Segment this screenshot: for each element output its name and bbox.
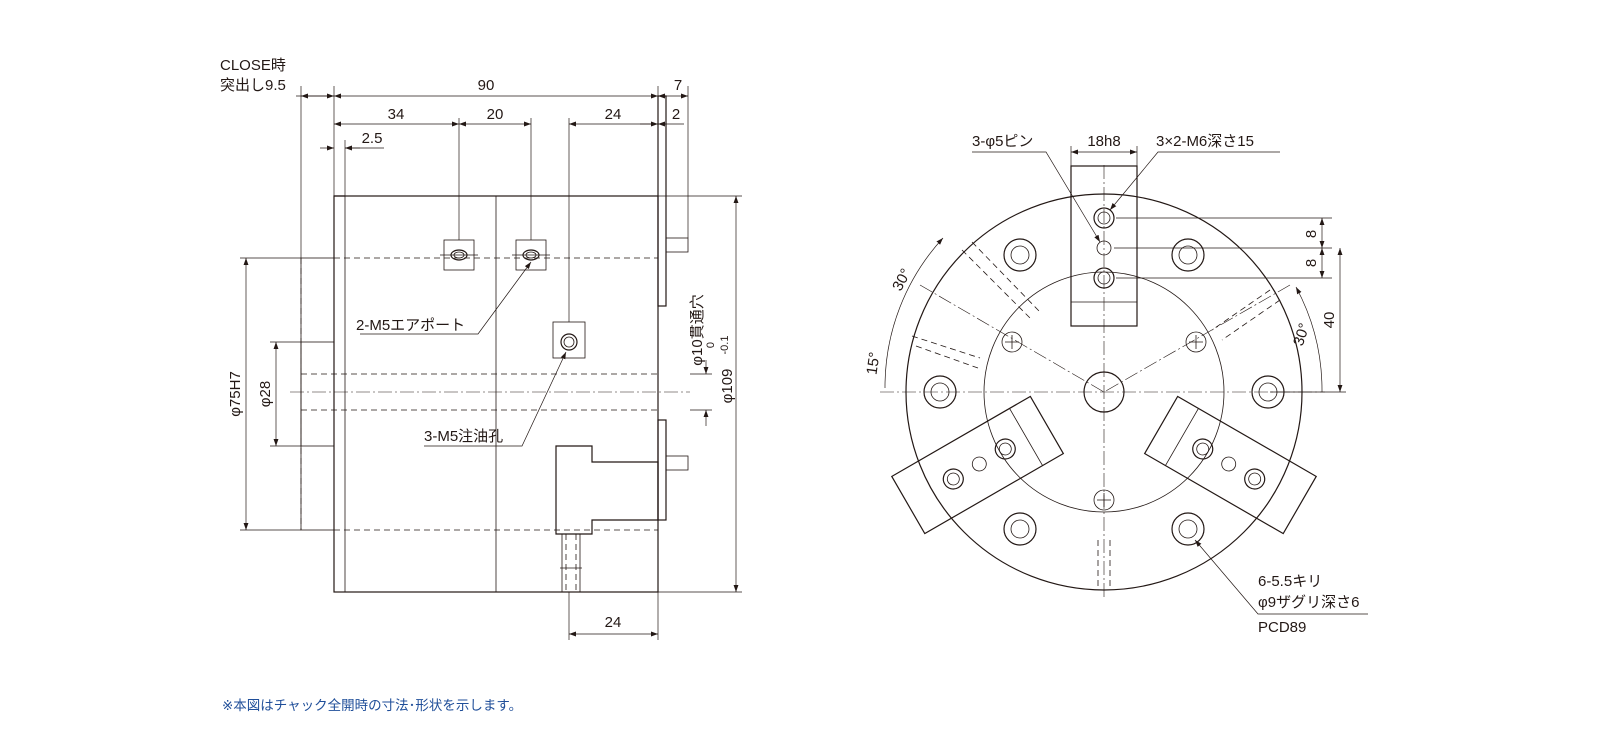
air-port-1 xyxy=(440,239,478,271)
angle-15: 15° xyxy=(864,351,884,376)
jaw-top xyxy=(1070,165,1138,327)
face-plate xyxy=(657,95,667,307)
dim-phi75h7: φ75H7 xyxy=(227,371,244,417)
guide-pin-top xyxy=(665,237,689,253)
jaw-lower-left xyxy=(890,395,1065,535)
jaw-lower-right xyxy=(1143,395,1318,535)
side-view: CLOSE時 突出し9.5 90 7 34 20 24 2 2.5 φ75H7 … xyxy=(220,57,742,640)
mounting-holes xyxy=(923,238,1285,546)
tap-label: 3×2-M6深さ15 xyxy=(1156,133,1254,150)
close-label-line1: CLOSE時 xyxy=(220,57,286,74)
tol-upper: 0 xyxy=(705,342,717,348)
front-view: 18h8 3-φ5ピン 3×2-M6深さ15 8 8 40 30° 15° 30… xyxy=(864,133,1368,636)
holes-label-line1: 6-5.5キリ xyxy=(1258,573,1322,590)
dim-24-top: 24 xyxy=(605,106,622,123)
pcd-label: PCD89 xyxy=(1258,619,1306,636)
oil-hole-label: 3-M5注油孔 xyxy=(424,428,503,445)
jaw-block xyxy=(555,445,659,535)
dim-40: 40 xyxy=(1321,312,1338,329)
dim-8b: 8 xyxy=(1303,259,1320,267)
air-port-2 xyxy=(512,239,550,271)
dim-phi109: φ109 xyxy=(719,369,736,404)
tol-lower: -0.1 xyxy=(719,336,731,355)
jaw-top-holes xyxy=(1093,207,1115,289)
dim-phi10: φ10貫通穴 xyxy=(689,294,706,365)
dim-18h8: 18h8 xyxy=(1087,133,1120,150)
dim-34: 34 xyxy=(388,106,405,123)
angle-30-right: 30° xyxy=(1290,321,1313,348)
holes-label-line2: φ9ザグリ深さ6 xyxy=(1258,594,1359,611)
dim-2: 2 xyxy=(672,106,680,123)
angle-30-left: 30° xyxy=(889,266,915,294)
air-port-label: 2-M5エアポート xyxy=(356,317,465,334)
dim-24-bottom: 24 xyxy=(605,614,622,631)
close-label-line2: 突出し9.5 xyxy=(220,77,286,94)
dim-90: 90 xyxy=(478,77,495,94)
guide-pin-bottom xyxy=(665,455,689,471)
dim-7: 7 xyxy=(674,77,682,94)
oil-hole xyxy=(552,321,586,359)
footnote: ※本図はチャック全開時の寸法･形状を示します。 xyxy=(222,698,523,714)
dim-8a: 8 xyxy=(1303,230,1320,238)
dim-2-5: 2.5 xyxy=(362,130,383,147)
dim-phi28: φ28 xyxy=(257,381,274,407)
dim-20: 20 xyxy=(487,106,504,123)
cross-screws xyxy=(1001,331,1207,511)
oil-hole-passages xyxy=(911,241,1281,590)
pin-label: 3-φ5ピン xyxy=(972,133,1033,150)
protrusion xyxy=(300,257,335,531)
